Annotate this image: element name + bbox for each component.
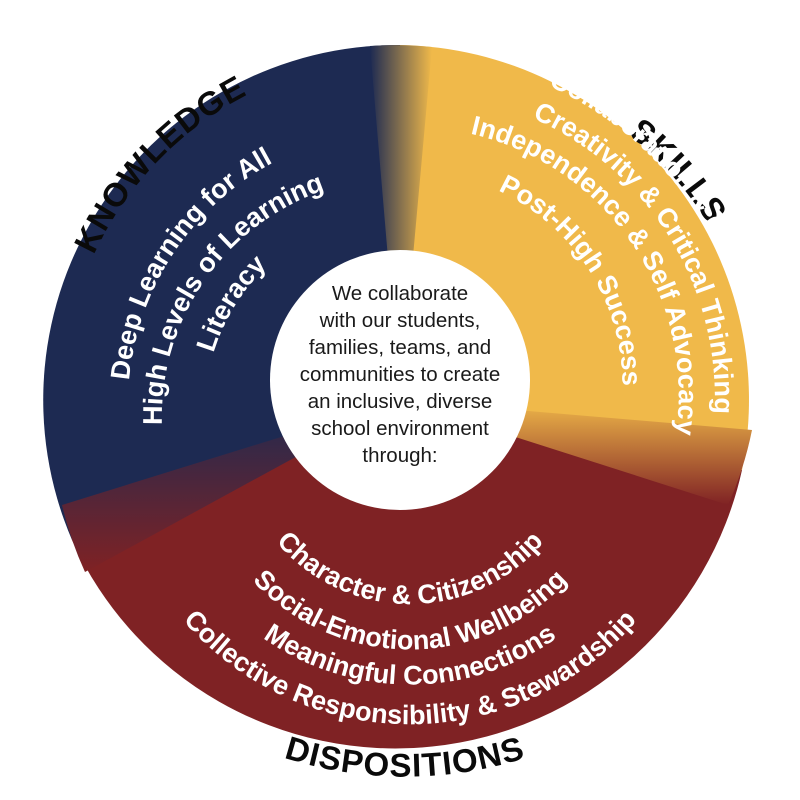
center-line-5: an inclusive, diverse	[308, 390, 493, 413]
center-line-6: school environment	[311, 417, 489, 440]
center-line-4: communities to create	[300, 363, 501, 386]
center-line-3: families, teams, and	[309, 336, 491, 359]
center-circle	[270, 250, 530, 510]
center-statement: We collaborate with our students, famili…	[300, 282, 501, 467]
center-line-7: through:	[362, 444, 437, 467]
center-line-1: We collaborate	[332, 282, 468, 305]
segment-ring	[43, 44, 752, 749]
center-line-2: with our students,	[319, 309, 481, 332]
blend-knowledge-skills	[370, 45, 432, 400]
